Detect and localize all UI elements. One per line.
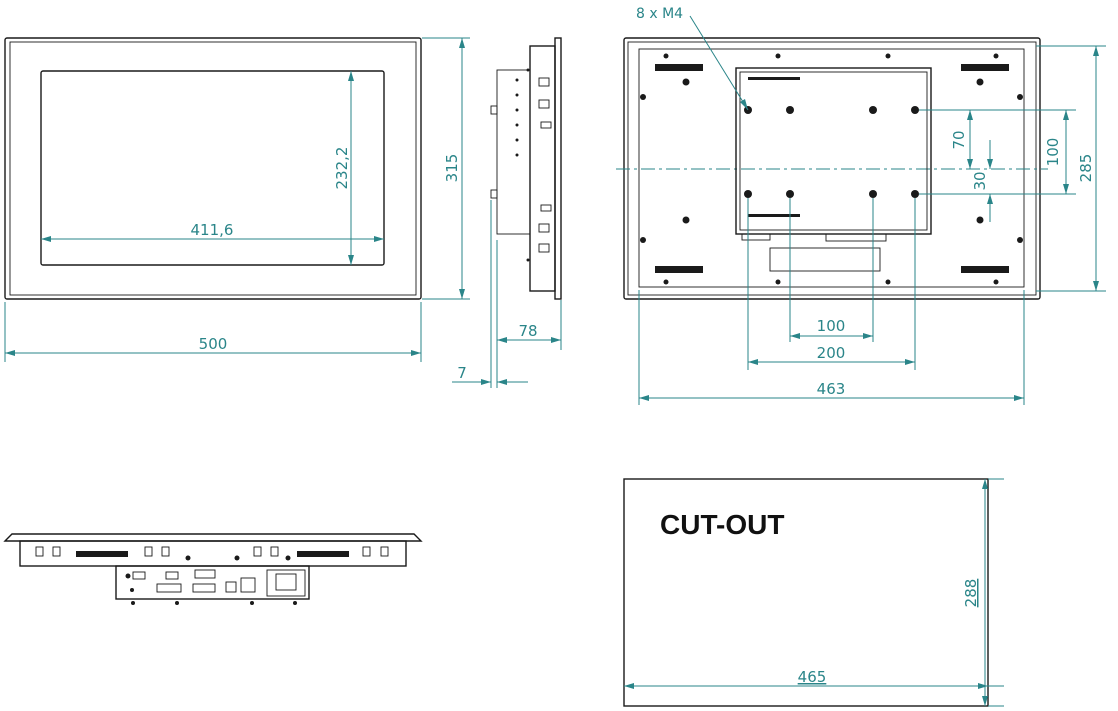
screw-callout: 8 x M4	[636, 6, 683, 22]
cutout-width-label: 465	[798, 668, 827, 686]
bottom-ports	[35, 546, 389, 605]
side-ports	[515, 68, 552, 262]
mount-width-label: 463	[817, 380, 846, 398]
vesa-small-h-label: 100	[817, 317, 846, 335]
side-view: 78 7	[452, 37, 562, 388]
vesa-large-h-label: 200	[817, 344, 846, 362]
cutout-title: CUT-OUT	[660, 509, 784, 540]
rear-border-screws	[640, 53, 1023, 285]
vesa-large-v-label: 100	[1044, 138, 1062, 167]
cutout-view: CUT-OUT 465 288	[623, 478, 1004, 707]
screen-width-label: 411,6	[191, 221, 234, 239]
side-depth-label: 78	[518, 322, 537, 340]
rear-vents	[655, 64, 1009, 273]
front-view: 411,6 232,2 315 500	[4, 37, 470, 362]
vesa-small-v-label: 70	[950, 130, 968, 149]
bottom-view	[3, 533, 423, 605]
front-height-label: 315	[443, 154, 461, 183]
mount-height-label: 285	[1077, 154, 1095, 183]
vesa-offset-label: 30	[971, 171, 989, 190]
cutout-height-label: 288	[962, 579, 980, 608]
screen-height-label: 232,2	[333, 147, 351, 190]
vesa-holes	[744, 106, 919, 198]
side-bezel-label: 7	[457, 364, 467, 382]
rear-view: 8 x M4 100 200 463 70	[616, 6, 1106, 405]
front-width-label: 500	[199, 335, 228, 353]
